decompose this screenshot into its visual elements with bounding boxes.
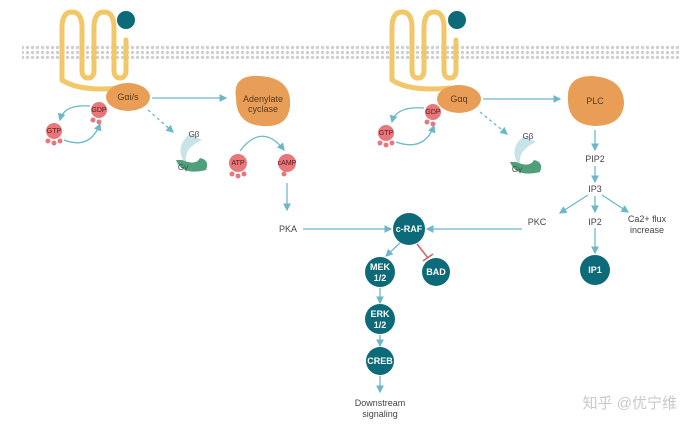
creb-label: CREB — [367, 356, 393, 366]
bad-label: BAD — [426, 267, 446, 277]
ip1-label: IP1 — [588, 265, 602, 275]
phosphate-dot — [96, 119, 102, 125]
g-alpha-left — [106, 83, 150, 111]
phosphate-dot — [430, 121, 436, 127]
phosphate-dot — [57, 138, 63, 144]
adenylate-cyclase-label-1: Adenylate cyclase — [238, 94, 288, 114]
arrow-ip3-to-ca — [601, 194, 630, 213]
phosphate-dot — [383, 142, 389, 148]
arrow-ip3-to-pkc — [558, 194, 589, 214]
mek-node — [365, 257, 395, 287]
gdp-left — [91, 102, 107, 118]
creb-node — [366, 347, 394, 375]
gtp-left-label: GTP — [46, 128, 62, 135]
pka-label: PKA — [278, 224, 297, 234]
phosphate-dot — [235, 173, 241, 179]
ligand-left — [117, 11, 135, 29]
phosphate-dot — [229, 171, 235, 177]
gdp-right-label: GDP — [425, 109, 441, 116]
bad-node — [422, 258, 450, 286]
gdp-right — [425, 104, 441, 120]
atp-label: ATP — [231, 160, 245, 167]
gtp-right — [378, 125, 394, 141]
gtp-left — [46, 123, 62, 139]
gtp-gdp-exchange-right — [395, 124, 436, 146]
ip2-label: IP2 — [588, 217, 602, 227]
receptor-right — [389, 9, 459, 92]
erk-node — [365, 304, 395, 334]
atp-circle — [229, 154, 247, 172]
camp-label: cAMP — [277, 160, 297, 167]
g-beta-left — [180, 134, 202, 168]
g-alpha-right-label: Gαq — [450, 94, 468, 104]
phosphate-dot — [281, 171, 287, 177]
g-alpha-left-label: Gαi/s — [117, 92, 139, 102]
plc-label: PLC — [586, 96, 604, 106]
g-gamma-left — [176, 158, 208, 172]
atp-to-camp-arc — [239, 135, 285, 152]
arrow-craf-to-mek — [385, 242, 401, 257]
gtp-right-label: GTP — [378, 130, 394, 137]
erk-label: ERK — [370, 309, 390, 319]
phosphate-dot — [90, 117, 96, 123]
phosphate-dot — [45, 138, 51, 144]
g-beta-right — [514, 136, 536, 170]
membrane — [22, 45, 680, 59]
phosphate-dot — [389, 140, 395, 146]
mek-label-2: 1/2 — [373, 273, 387, 283]
craf-node — [393, 213, 425, 245]
inhibition-craf-bad — [416, 243, 429, 259]
g-beta-right-label: Gβ — [522, 132, 534, 141]
g-beta-dissociation-right — [479, 111, 509, 135]
g-alpha-right — [437, 85, 481, 113]
mek-label: MEK — [370, 262, 390, 272]
adenylate-cyclase-shape — [235, 75, 291, 127]
g-beta-dissociation-left — [147, 109, 174, 133]
g-gamma-right-label: Gγ — [511, 165, 523, 174]
pip2-label: PIP2 — [585, 154, 605, 164]
inhibition-bar — [422, 253, 434, 262]
ligand-right — [448, 11, 466, 29]
downstream-label-2: signaling — [362, 409, 398, 419]
gtp-gdp-exchange-left — [63, 122, 102, 144]
ca-flux-label: Ca2+ flux — [627, 214, 667, 224]
pkc-label: PKC — [527, 217, 547, 227]
g-gamma-left-label: Gγ — [177, 163, 189, 172]
craf-label: c-RAF — [395, 224, 423, 234]
erk-label-2: 1/2 — [373, 320, 387, 330]
phosphate-dot — [424, 119, 430, 125]
downstream-label: Downstream — [354, 398, 406, 408]
gdp-gtp-exchange-right — [389, 107, 425, 124]
ip3-label: IP3 — [588, 184, 602, 194]
ca-flux-label-2: increase — [629, 225, 665, 235]
plc-shape — [567, 76, 624, 126]
g-beta-left-label: Gβ — [188, 130, 200, 139]
gdp-gtp-exchange-left — [57, 105, 91, 122]
camp-circle — [278, 154, 296, 172]
adenylate-cyclase-label: Adenylate cyclase — [242, 94, 284, 114]
phosphate-dot — [51, 140, 57, 146]
ip1-node — [580, 255, 610, 285]
phosphate-dot — [377, 140, 383, 146]
watermark: 知乎 @优宁维 — [582, 395, 677, 412]
gdp-left-label: GDP — [91, 107, 107, 114]
phosphate-dot — [241, 171, 247, 177]
g-gamma-right — [510, 160, 542, 174]
